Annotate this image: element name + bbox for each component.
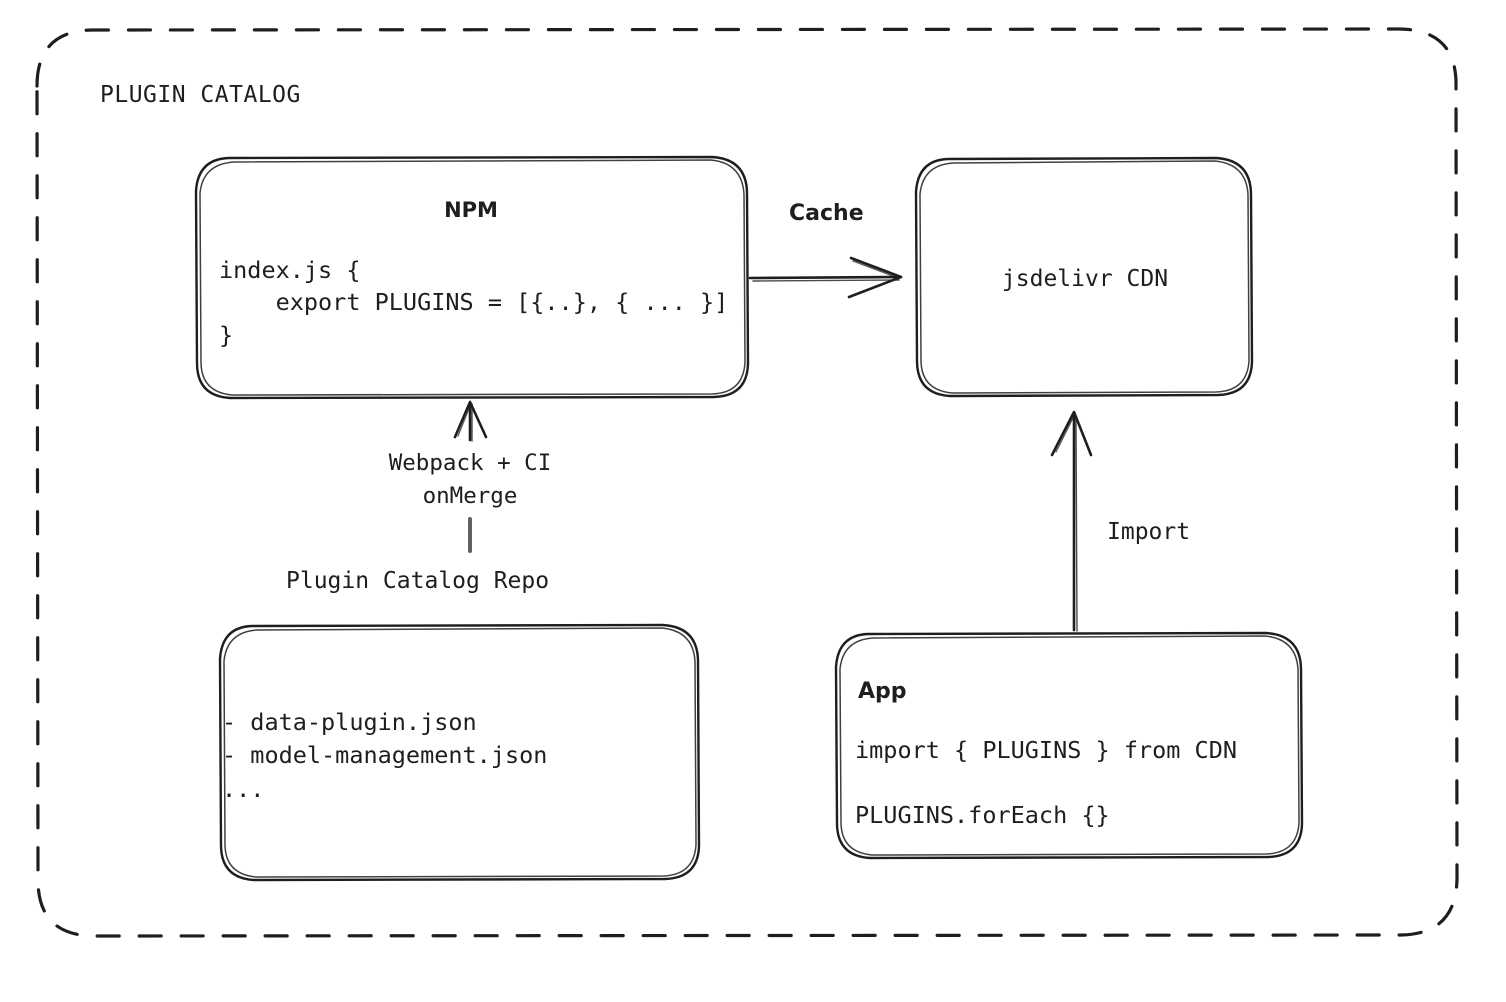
cache-arrow: [748, 256, 903, 299]
cdn-node-title: jsdelivr CDN: [1001, 266, 1169, 292]
npm-code-block: index.js { export PLUGINS = [{..}, { ...…: [219, 256, 729, 349]
app-code-foreach: PLUGINS.forEach {}: [855, 801, 1110, 829]
frame-title: PLUGIN CATALOG: [100, 82, 301, 108]
import-edge-label: Import: [1107, 519, 1191, 545]
build-edge-label: Webpack + CI onMerge: [388, 450, 552, 509]
import-arrow: [1050, 410, 1093, 632]
npm-node-title: NPM: [444, 198, 498, 222]
app-code-import: import { PLUGINS } from CDN: [855, 736, 1238, 764]
repo-node-caption: Plugin Catalog Repo: [286, 568, 550, 594]
repo-file-list: - data-plugin.json - model-management.js…: [222, 708, 548, 803]
app-node-title: App: [858, 679, 907, 704]
cache-edge-label: Cache: [789, 201, 864, 226]
